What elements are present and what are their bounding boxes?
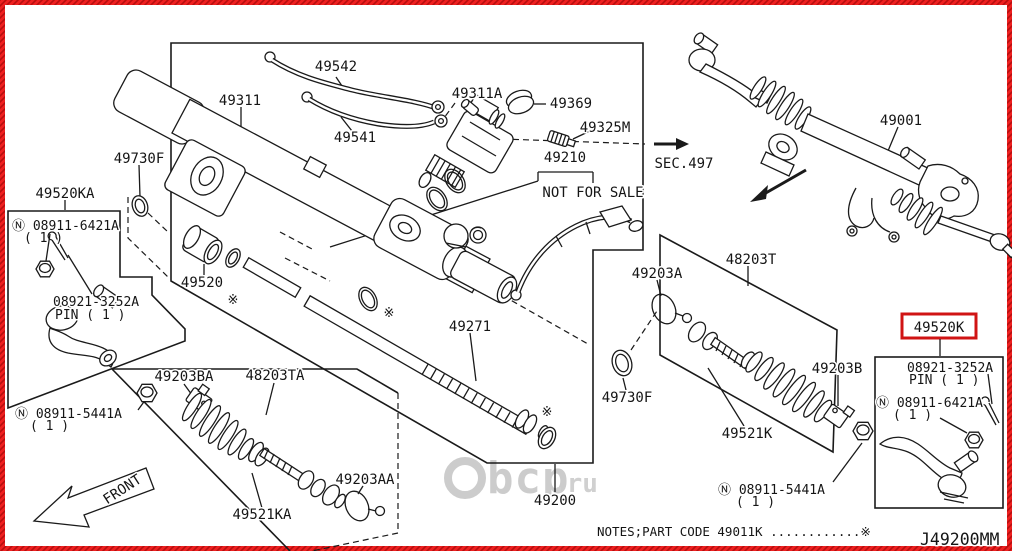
part-label-49200[interactable]: 49200 [532, 492, 577, 511]
watermark-tld: .ru [551, 469, 598, 499]
part-label-49542[interactable]: 49542 [313, 58, 358, 77]
sec-497-label: SEC.497 [654, 156, 713, 172]
qty-label: ( 1 ) [24, 231, 63, 246]
spring-49231m [469, 226, 487, 244]
nut-08911-6421a-left [35, 260, 55, 278]
inner-socket-49521k [687, 321, 756, 372]
grommet-49730f-left [131, 195, 149, 217]
assembly-49001 [688, 32, 1012, 259]
part-label-48203ta[interactable]: 48203TA [244, 367, 307, 386]
part-label-49520ka[interactable]: 49520KA [34, 185, 97, 204]
bushing-49520 [182, 225, 241, 268]
part-label-49001[interactable]: 49001 [878, 112, 923, 131]
part-label-49210[interactable]: 49210 [542, 149, 587, 168]
part-label-49311[interactable]: 49311 [217, 92, 262, 111]
boot-48203t [745, 351, 833, 423]
part-label-49369[interactable]: 49369 [548, 95, 593, 114]
outer-tie-rod-left-box [7, 210, 186, 410]
o-ring-49203aa [344, 490, 386, 522]
part-label-49521ka[interactable]: 49521KA [231, 506, 294, 525]
part-label-08911-6421a-left[interactable]: Ⓝ 08911-6421A [11, 218, 121, 236]
cotter-pin-08921-right [980, 396, 1000, 426]
outer-tie-rod-49520k [878, 436, 979, 504]
clamp-49203b [823, 403, 856, 429]
sec497-arrow-icon [654, 138, 689, 150]
highlight-red-box[interactable] [900, 312, 978, 340]
pinion-pin-49311a [460, 98, 479, 116]
pin-qty-label: PIN ( 1 ) [55, 308, 125, 323]
part-label-49520k-highlighted[interactable]: 49520K [912, 319, 966, 338]
pipe-49542-49541 [264, 51, 448, 129]
rack-49271 [242, 256, 557, 450]
o-ring-49263 [444, 168, 466, 194]
inner-socket-right-box [659, 233, 838, 454]
retainer-49236m [443, 223, 469, 249]
part-label-49520[interactable]: 49520 [179, 274, 224, 293]
diagram-code: J49200MM [920, 530, 1000, 549]
watermark-logo [444, 457, 486, 499]
o-ring-49203a [651, 293, 693, 325]
nut-08911-5441a-right [852, 421, 874, 441]
part-label-08911-5441a-left[interactable]: Ⓝ 08911-5441A [14, 406, 124, 424]
notes-line: NOTES;PART CODE 49011K ............※ [597, 524, 871, 539]
part-label-49203aa[interactable]: 49203AA [334, 471, 397, 490]
part-label-49541[interactable]: 49541 [332, 129, 377, 148]
pin-qty-label: PIN ( 1 ) [909, 373, 979, 388]
part-label-49521k[interactable]: 49521K [720, 425, 774, 444]
part-label-48203t[interactable]: 48203T [724, 251, 778, 270]
reference-mark: ※ [384, 306, 395, 321]
o-ring-49262 [426, 186, 448, 212]
part-label-49203ba[interactable]: 49203BA [153, 368, 216, 387]
reference-mark: ※ [542, 405, 553, 420]
cotter-pin-08921-left [47, 231, 69, 261]
labels: 49542 49541 49311 49311A 49369 49325M 49… [11, 58, 1002, 551]
boot-left [749, 76, 812, 130]
qty-label: ( 1 ) [30, 419, 69, 434]
not-for-sale-label: NOT FOR SALE [542, 185, 643, 201]
part-label-49311a[interactable]: 49311A [450, 85, 504, 104]
gear-housing-49311 [113, 69, 518, 304]
outer-tie-rod-49520ka [45, 284, 121, 368]
part-label-49203b[interactable]: 49203B [810, 360, 864, 379]
bolt-49325m [546, 130, 577, 148]
seal-cap-49369 [505, 89, 535, 115]
inner-socket-49521ka [258, 447, 346, 509]
part-label-49325m[interactable]: 49325M [578, 119, 632, 138]
outer-tie-rod-right-box [874, 356, 1004, 509]
nut-08911-5441a-left [136, 383, 158, 403]
insert-direction-arrow-icon [750, 168, 807, 202]
part-label-08911-5441a-right[interactable]: Ⓝ 08911-5441A [717, 482, 827, 500]
qty-label: ( 1 ) [893, 408, 932, 423]
boot-48203ta [181, 392, 270, 467]
grommet-49730f-right [611, 349, 633, 377]
pipe-49210 [510, 205, 644, 301]
main-assembly-box [170, 42, 644, 464]
part-label-49271[interactable]: 49271 [447, 318, 492, 337]
boot-right [890, 188, 943, 236]
front-arrow-icon [32, 467, 155, 528]
part-label-08911-6421a-right[interactable]: Ⓝ 08911-6421A [875, 395, 985, 413]
qty-label: ( 1 ) [736, 495, 775, 510]
nut-08911-6421a-right [964, 431, 984, 449]
part-label-08921-3252a-right[interactable]: 08921-3252A [906, 360, 995, 378]
reference-mark: ※ [228, 293, 239, 308]
part-label-49730f-left[interactable]: 49730F [112, 150, 166, 169]
part-label-08921-3252a-left[interactable]: 08921-3252A [52, 294, 141, 312]
part-label-49203a[interactable]: 49203A [630, 265, 684, 284]
part-label-49730f-right[interactable]: 49730F [600, 389, 654, 408]
valve-assembly [418, 93, 514, 189]
